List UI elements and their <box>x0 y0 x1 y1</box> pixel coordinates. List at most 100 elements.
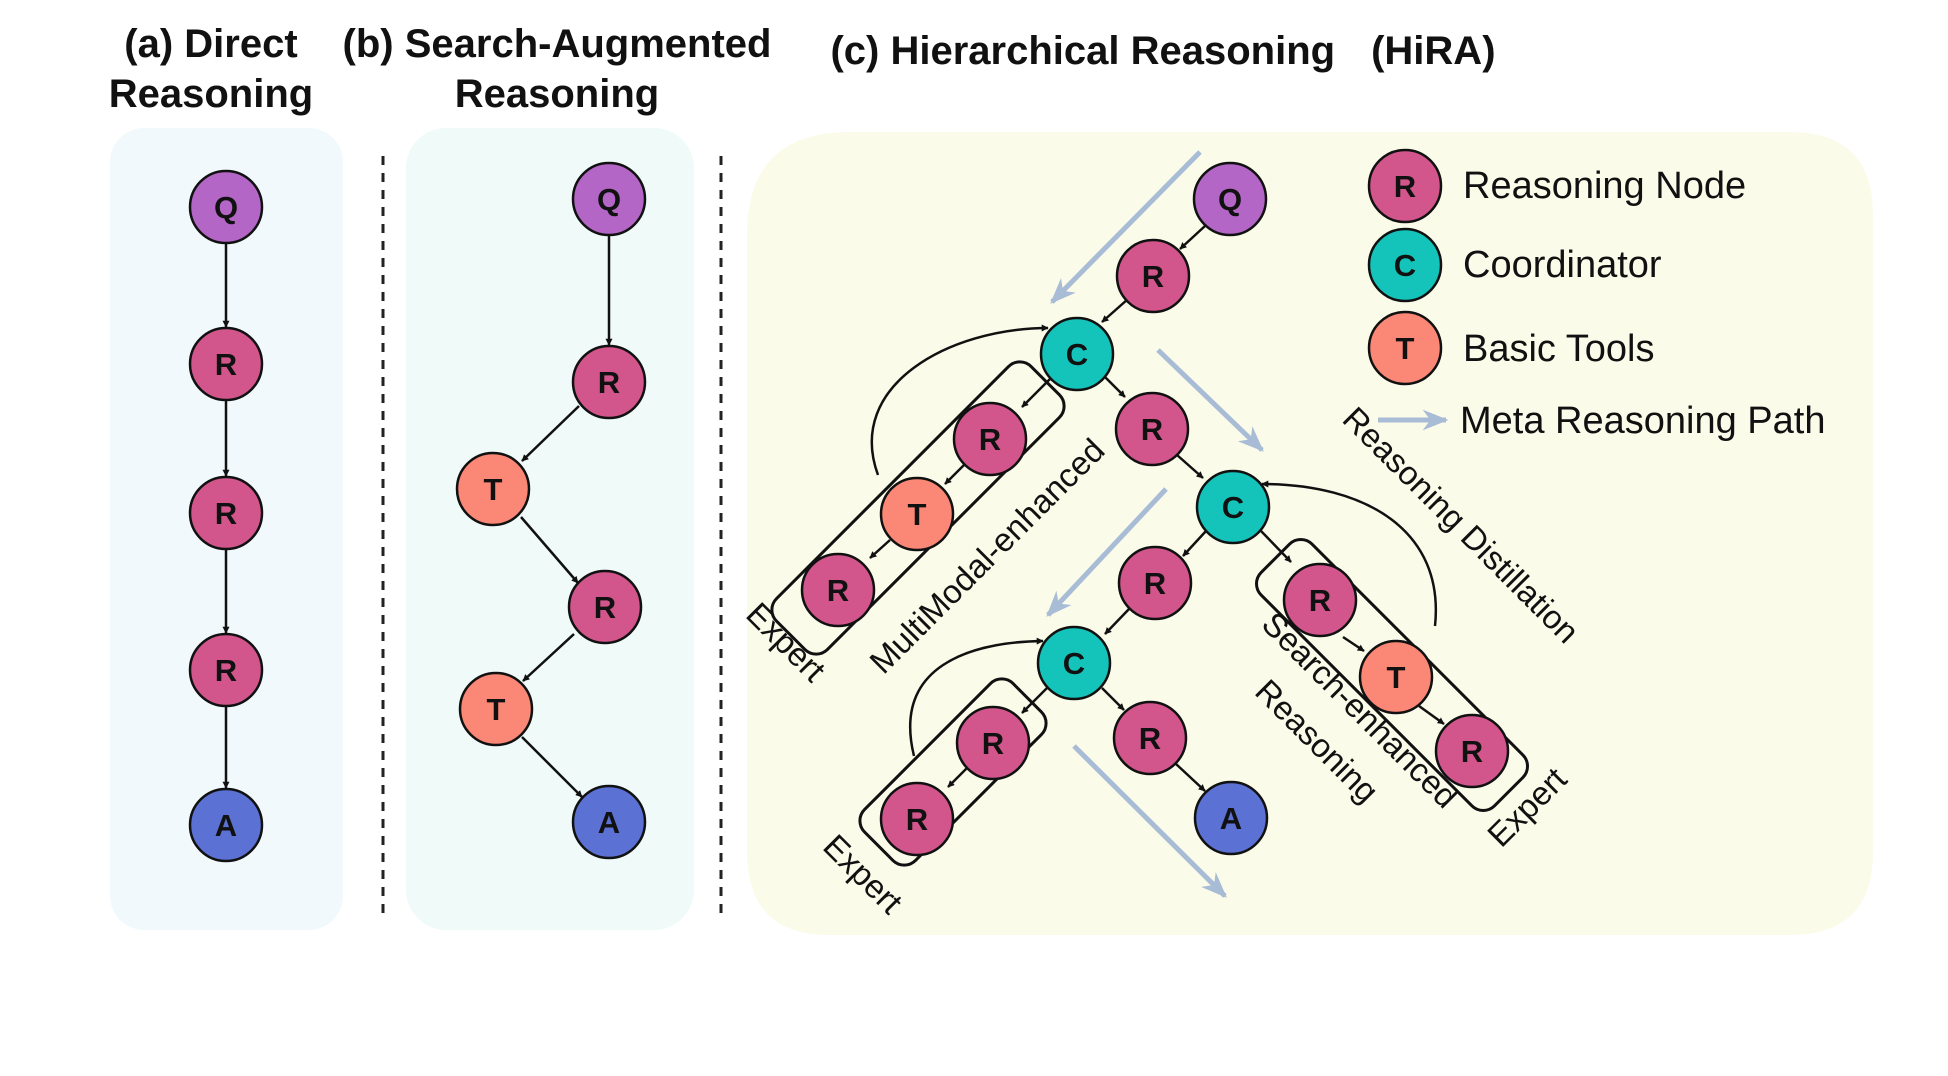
legend-basic-tools-label: Basic Tools <box>1463 328 1655 370</box>
edge-c-r3-a <box>1175 763 1206 792</box>
node-a-a <box>188 787 264 863</box>
legend-coordinator-letter: C <box>1394 248 1416 283</box>
node-b-q <box>571 161 647 237</box>
node-c-r9-letter: R <box>1309 583 1331 618</box>
feedback-curve-multimodal <box>870 324 1049 476</box>
node-c-r8 <box>1112 700 1188 776</box>
expert-box-lower <box>858 677 1048 867</box>
edge-c-r-r-lower <box>947 766 969 788</box>
node-b-a-letter: A <box>598 805 620 840</box>
meta-arrow-3 <box>1046 487 1168 617</box>
meta-arrow-2 <box>1156 348 1264 452</box>
node-a-q-letter: Q <box>214 190 238 225</box>
node-c-q-letter: Q <box>1218 182 1242 217</box>
node-a-r3 <box>188 632 264 708</box>
legend-reasoning-node-label: Reasoning Node <box>1463 165 1746 207</box>
edge-c-c1-r2 <box>1104 376 1126 398</box>
node-c-r5 <box>1117 545 1193 621</box>
node-b-t1-letter: T <box>484 472 503 507</box>
feedback-curve-lower <box>908 637 1044 757</box>
edge-c-c3-r3 <box>1101 687 1125 711</box>
legend-meta-path-label: Meta Reasoning Path <box>1460 400 1825 442</box>
node-c-c2-letter: C <box>1222 490 1244 525</box>
node-b-t2-letter: T <box>487 692 506 727</box>
edge-c-c1-r <box>1021 378 1051 408</box>
node-b-r1 <box>571 344 647 420</box>
edge-b-2 <box>521 405 580 462</box>
legend-coordinator-swatch <box>1367 227 1443 303</box>
feedback-curve-search <box>1261 480 1438 627</box>
node-c-r6-letter: R <box>982 726 1004 761</box>
edge-b-3 <box>520 516 579 584</box>
node-c-r5-letter: R <box>1144 566 1166 601</box>
node-a-r3-letter: R <box>215 653 237 688</box>
node-c-r1 <box>1115 238 1191 314</box>
panel-c-title-part2: (HiRA) <box>1371 29 1495 73</box>
edge-b-5 <box>521 736 583 798</box>
node-c-t2-letter: T <box>1387 660 1406 695</box>
meta-arrow-1 <box>1050 150 1202 304</box>
node-c-r10-letter: R <box>1461 734 1483 769</box>
node-c-r6 <box>955 705 1031 781</box>
node-c-r7 <box>879 781 955 857</box>
node-a-a-letter: A <box>215 808 237 843</box>
edge-c-q-r <box>1179 225 1206 250</box>
legend-basic-tools-swatch <box>1367 310 1443 386</box>
edge-c-r-c1 <box>1101 298 1129 323</box>
meta-reasoning-arrows <box>1046 150 1264 898</box>
edge-c-r-c3 <box>1104 608 1130 635</box>
node-b-q-letter: Q <box>597 182 621 217</box>
node-c-t1-letter: T <box>908 497 927 532</box>
node-c-r3 <box>800 552 876 628</box>
node-a-r1-letter: R <box>215 347 237 382</box>
node-b-t1 <box>455 451 531 527</box>
node-b-r2 <box>567 569 643 645</box>
node-c-r4-letter: R <box>1141 412 1163 447</box>
node-c-c3-letter: C <box>1063 646 1085 681</box>
node-c-t1 <box>879 476 955 552</box>
edge-c-r2-c2 <box>1176 454 1204 479</box>
panel-a-title-line1: (a) Direct <box>124 22 297 66</box>
edge-c-t-r <box>869 539 891 559</box>
node-c-c2 <box>1195 469 1271 545</box>
node-c-a <box>1193 780 1269 856</box>
edge-c-c3-r <box>1021 687 1048 714</box>
node-c-q <box>1192 161 1268 237</box>
node-a-q <box>188 169 264 245</box>
node-c-r10 <box>1434 713 1510 789</box>
node-c-r8-letter: R <box>1139 721 1161 756</box>
legend-coordinator-label: Coordinator <box>1463 244 1662 286</box>
node-a-r1 <box>188 326 264 402</box>
node-c-t2 <box>1358 639 1434 715</box>
node-a-r2-letter: R <box>215 496 237 531</box>
node-a-r2 <box>188 475 264 551</box>
panel-c-title: (c) Hierarchical Reasoning(HiRA) <box>830 29 1495 73</box>
edge-c-r-t <box>944 463 966 485</box>
legend-reasoning-node-letter: R <box>1394 169 1416 204</box>
node-b-t2 <box>458 671 534 747</box>
edge-c-t-r-search <box>1418 704 1445 726</box>
node-c-r1-letter: R <box>1142 259 1164 294</box>
panel-a-title-line2: Reasoning <box>109 72 313 116</box>
legend-reasoning-node-swatch <box>1367 148 1443 224</box>
node-c-r4 <box>1114 391 1190 467</box>
node-b-a <box>571 784 647 860</box>
legend: R Reasoning Node C Coordinator T Basic T… <box>1367 148 1825 442</box>
node-c-c1-letter: C <box>1066 337 1088 372</box>
node-c-c3 <box>1036 625 1112 701</box>
legend-basic-tools-letter: T <box>1396 331 1415 366</box>
edge-c-r-t-search <box>1342 635 1365 653</box>
panel-b-background <box>406 128 694 930</box>
meta-arrow-4 <box>1072 744 1227 898</box>
node-c-r3-letter: R <box>827 573 849 608</box>
panel-b-title-line2: Reasoning <box>455 72 659 116</box>
node-b-r1-letter: R <box>598 365 620 400</box>
edge-c-c2-r <box>1182 530 1207 557</box>
node-c-a-letter: A <box>1220 801 1242 836</box>
node-c-r2 <box>952 401 1028 477</box>
node-b-r2-letter: R <box>594 590 616 625</box>
edge-c-c2-r-search <box>1260 530 1292 563</box>
edges <box>222 225 1445 798</box>
